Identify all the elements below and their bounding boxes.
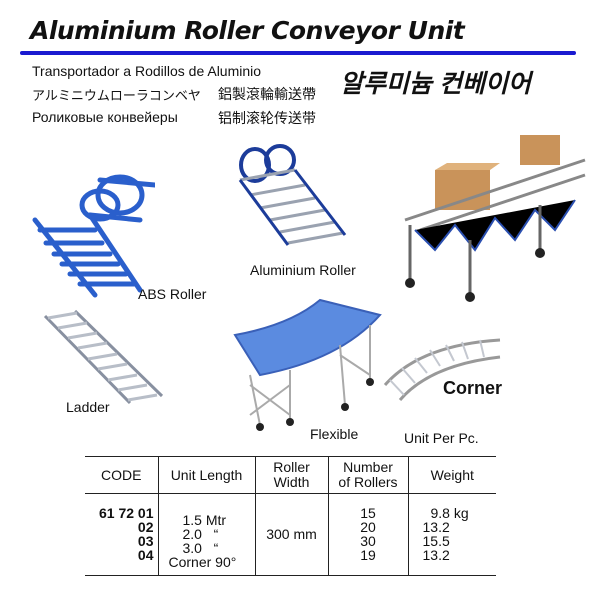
header-unit-length: Unit Length — [157, 456, 255, 494]
flexible-conveyor-image — [233, 298, 382, 431]
corner-conveyor-image — [383, 338, 501, 401]
title-rule — [20, 51, 576, 55]
header-code: CODE — [85, 456, 158, 494]
caption-ladder: Ladder — [66, 399, 110, 415]
code-value: 02 — [137, 519, 154, 535]
aluminium-roller-image — [238, 144, 347, 246]
caption-abs-roller: ABS Roller — [138, 286, 207, 302]
weight-value: 13.2 — [422, 519, 450, 535]
subtitle-chinese-simplified: 铝制滚轮传送带 — [218, 110, 316, 126]
subtitle-chinese-traditional: 鋁製滾輪輸送帶 — [218, 86, 316, 102]
page-title: Aluminium Roller Conveyor Unit — [30, 16, 465, 45]
weight-value: 13.2 — [422, 547, 450, 563]
rollers-value: 30 — [360, 533, 376, 549]
rollers-value: 19 — [360, 547, 376, 563]
code-value: 04 — [137, 547, 154, 563]
abs-roller-image — [32, 174, 155, 298]
weight-value: 15.5 — [422, 533, 450, 549]
ladder-image — [43, 309, 164, 405]
table-header-row: CODE Unit Length Roller Width Number of … — [85, 456, 496, 494]
header-number-of-rollers: Number of Rollers — [327, 456, 408, 494]
length-value: 3.0 “ — [182, 540, 219, 556]
caption-aluminium-roller: Aluminium Roller — [250, 262, 356, 278]
spec-table: CODE Unit Length Roller Width Number of … — [85, 456, 496, 576]
rollers-value: 15 — [360, 505, 376, 521]
header-weight: Weight — [407, 456, 496, 494]
rollers-value: 20 — [360, 519, 376, 535]
caption-unit-per-pc: Unit Per Pc. — [404, 430, 479, 446]
header-roller-width: Roller Width — [254, 456, 328, 494]
length-value: Corner 90° — [168, 554, 237, 570]
subtitle-korean: 알루미늄 컨베이어 — [340, 70, 531, 98]
subtitle-russian: Роликовые конвейеры — [32, 109, 178, 125]
flexible-conveyor-with-box-image — [404, 135, 586, 302]
subtitle-spanish: Transportador a Rodillos de Aluminio — [32, 63, 262, 79]
caption-corner: Corner — [443, 378, 503, 398]
length-value: 1.5 Mtr — [182, 512, 227, 528]
subtitle-japanese: アルミニウムローラコンベヤ — [32, 88, 201, 103]
weight-value: 9.8 kg — [430, 505, 469, 521]
length-value: 2.0 “ — [182, 526, 219, 542]
code-value: 61 72 01 — [99, 505, 154, 521]
roller-width-cell: 300 mm — [254, 493, 328, 576]
caption-flexible: Flexible — [310, 426, 359, 442]
code-value: 03 — [137, 533, 154, 549]
